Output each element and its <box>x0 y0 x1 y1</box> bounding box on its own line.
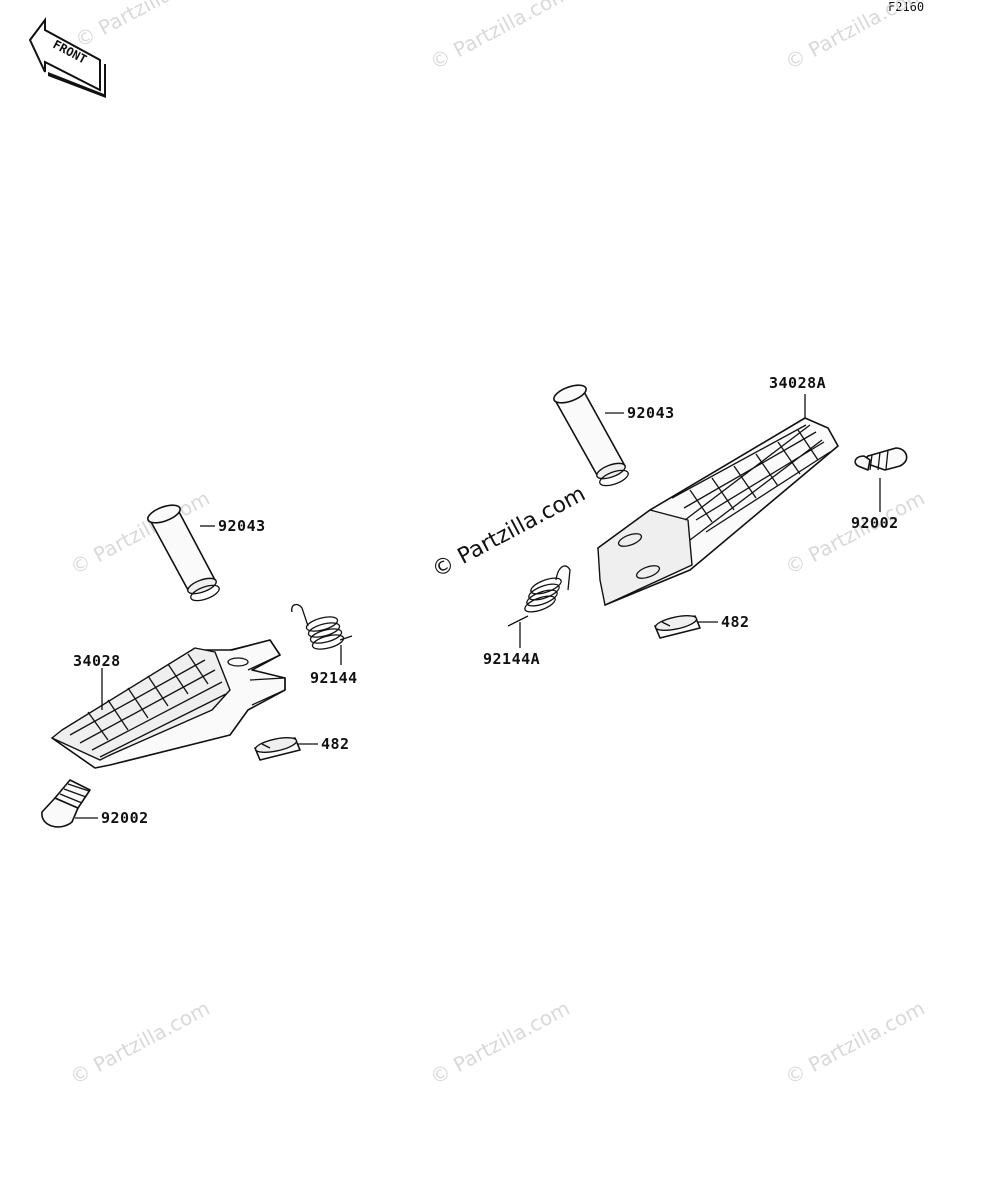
left-assembly: 92043 34028 92144 482 92002 <box>41 504 358 828</box>
left-footpeg-label: 34028 <box>73 652 121 670</box>
watermark: © Partzilla.com <box>781 0 929 74</box>
right-footpeg-icon <box>597 417 839 606</box>
right-bolt-icon <box>854 447 908 471</box>
right-bolt-label: 92002 <box>851 514 899 532</box>
watermark: © Partzilla.com <box>426 996 574 1090</box>
left-pin-label: 92043 <box>218 517 266 535</box>
left-grip-pattern <box>69 653 227 758</box>
right-pin-icon <box>553 384 629 487</box>
watermark: © Partzilla.com <box>781 996 929 1090</box>
left-bolt-label: 92002 <box>101 809 149 827</box>
watermark: © Partzilla.com <box>66 996 214 1090</box>
left-pin-icon <box>147 504 220 602</box>
watermark: © Partzilla.com <box>71 0 219 52</box>
watermark: © Partzilla.com <box>426 0 574 74</box>
right-pin-label: 92043 <box>627 404 675 422</box>
right-footpeg-label: 34028A <box>769 374 826 392</box>
left-footpeg-icon <box>51 639 286 769</box>
left-spring-icon <box>291 603 353 650</box>
right-spring-icon <box>507 565 571 627</box>
watermark: © Partzilla.com <box>781 486 929 580</box>
right-clip-label: 482 <box>721 613 750 631</box>
right-assembly: 92043 34028A 92002 92144A 482 <box>483 374 908 668</box>
left-bolt-icon <box>41 779 91 828</box>
figure-code: F2160 <box>888 0 924 14</box>
left-clip-icon <box>254 736 301 761</box>
right-spring-label: 92144A <box>483 650 540 668</box>
left-clip-label: 482 <box>321 735 350 753</box>
right-clip-icon <box>654 614 701 639</box>
watermark-center: © Partzilla.com <box>428 482 590 584</box>
left-spring-label: 92144 <box>310 669 358 687</box>
right-grip-pattern <box>671 424 831 533</box>
